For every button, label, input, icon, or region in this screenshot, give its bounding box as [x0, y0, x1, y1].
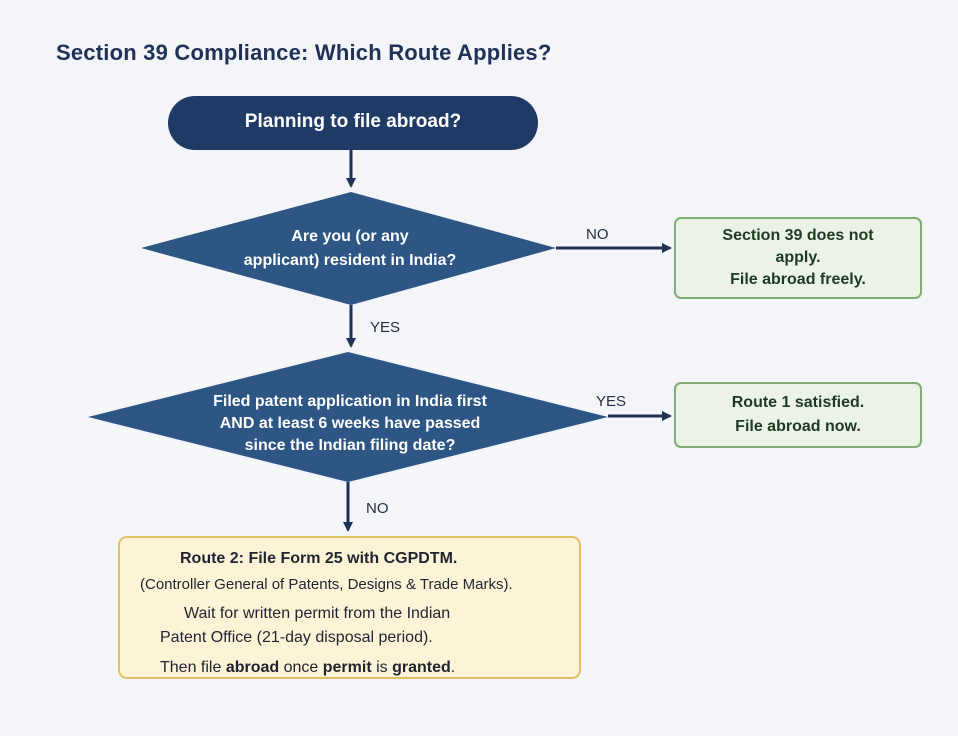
outcome2-line2: File abroad now. [735, 418, 861, 435]
route2-wait-line: Wait for written permit from the Indian [184, 605, 451, 622]
outcome2-line1: Route 1 satisfied. [731, 394, 865, 411]
decision2-line3: since the Indian filing date? [244, 437, 456, 454]
outcome-route1-box [674, 382, 922, 448]
outcome-section39-not-apply-box [674, 217, 922, 299]
outcome1-line3: File abroad freely. [730, 271, 866, 288]
route2-heading: Route 2: File Form 25 with CGPDTM. [180, 550, 458, 567]
decision-resident-diamond [141, 192, 556, 305]
route2-file-abroad-line: Then file abroad once permit is granted. [134, 659, 554, 677]
route2-text: Route 2: File Form 25 with CGPDTM. (Cont… [134, 548, 554, 677]
yes-label-filed: YES [596, 393, 627, 410]
outcome-route1-text: Route 1 satisfied. File abroad now. [676, 383, 920, 447]
no-label-resident: NO [586, 226, 609, 243]
decision-resident-text: Are you (or any applicant) resident in I… [230, 221, 470, 277]
outcome1-line2: apply. [775, 249, 821, 266]
route2-l5-abroad: abroad [225, 659, 280, 676]
decision-filed-india-diamond [88, 352, 608, 482]
decision2-line2: AND at least 6 weeks have passed [219, 415, 481, 432]
route2-l5-part2: once [279, 659, 323, 676]
route2-l5-part4: . [450, 659, 456, 676]
start-terminal [168, 96, 538, 150]
outcome-section39-not-apply-text: Section 39 does not apply. File abroad f… [676, 219, 920, 297]
route2-cgpdtm-expansion: (Controller General of Patents, Designs … [140, 576, 513, 593]
route2-l5-part1: Then file [160, 659, 226, 676]
route2-l5-granted: granted [392, 659, 451, 676]
decision-filed-india-text: Filed patent application in India first … [170, 384, 530, 464]
route2-l5-part3: is [371, 659, 393, 676]
route2-l5-permit: permit [322, 659, 372, 676]
decision2-line1: Filed patent application in India first [213, 393, 487, 410]
yes-label-resident: YES [370, 319, 401, 336]
route2-disposal-line: Patent Office (21-day disposal period). [160, 629, 433, 646]
decision1-line2: applicant) resident in India? [243, 252, 457, 269]
outcome-route2-box [118, 536, 581, 679]
diagram-title: Section 39 Compliance: Which Route Appli… [56, 40, 552, 65]
decision1-line1: Are you (or any [291, 228, 409, 245]
no-label-filed: NO [366, 500, 389, 517]
outcome1-line1: Section 39 does not [722, 227, 874, 244]
start-label: Planning to file abroad? [244, 111, 462, 132]
